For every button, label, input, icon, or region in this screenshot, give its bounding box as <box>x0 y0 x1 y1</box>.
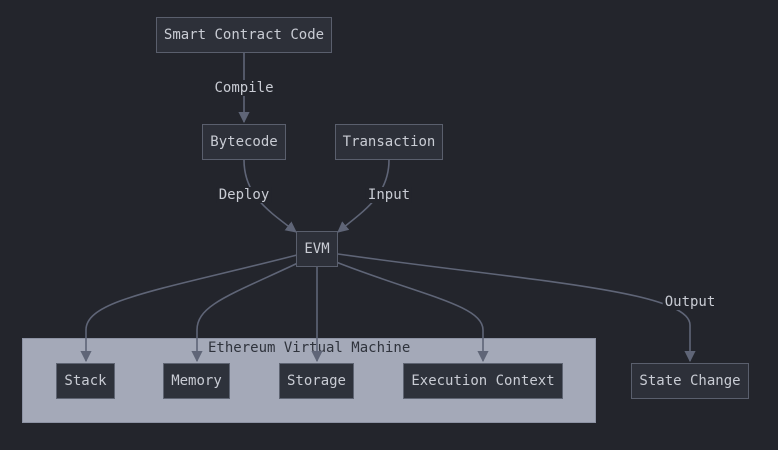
node-stack[interactable]: Stack <box>56 363 115 399</box>
edge-label-input: Input <box>365 187 413 203</box>
edge-label-deploy: Deploy <box>216 187 272 203</box>
node-bytecode[interactable]: Bytecode <box>202 124 286 160</box>
edge-evm-to-stack <box>80 254 298 363</box>
node-memory[interactable]: Memory <box>163 363 230 399</box>
node-evm[interactable]: EVM <box>296 231 338 267</box>
edge-evm-to-memory <box>191 261 301 363</box>
evm-cluster-label: Ethereum Virtual Machine <box>208 340 411 356</box>
edge-label-output: Output <box>662 294 718 310</box>
edge-label-compile: Compile <box>212 80 276 96</box>
node-transaction[interactable]: Transaction <box>335 124 443 160</box>
node-state-change[interactable]: State Change <box>631 363 749 399</box>
edge-evm-to-execution-context <box>335 261 489 363</box>
node-smart-contract-code[interactable]: Smart Contract Code <box>156 17 332 53</box>
edge-evm-to-state-change <box>337 253 696 363</box>
node-storage[interactable]: Storage <box>279 363 354 399</box>
node-execution-context[interactable]: Execution Context <box>403 363 563 399</box>
